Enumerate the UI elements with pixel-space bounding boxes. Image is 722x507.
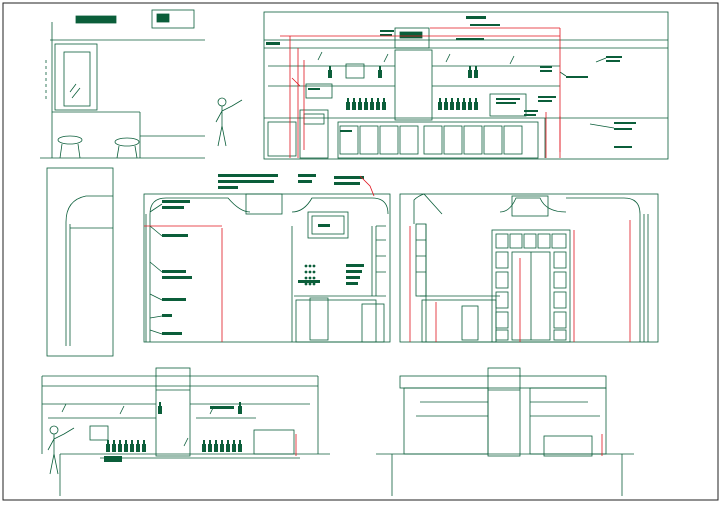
sheet-border (2, 2, 719, 501)
side-elevation-b (399, 193, 659, 343)
partial-elevation-left (40, 9, 243, 159)
bottom-elevation-b (376, 367, 634, 496)
bottom-elevation-a (41, 367, 330, 496)
bar-counter-elevation (263, 11, 669, 160)
dimension-lines (144, 27, 631, 456)
section-narrow (46, 167, 114, 357)
side-elevation-a (143, 174, 391, 343)
